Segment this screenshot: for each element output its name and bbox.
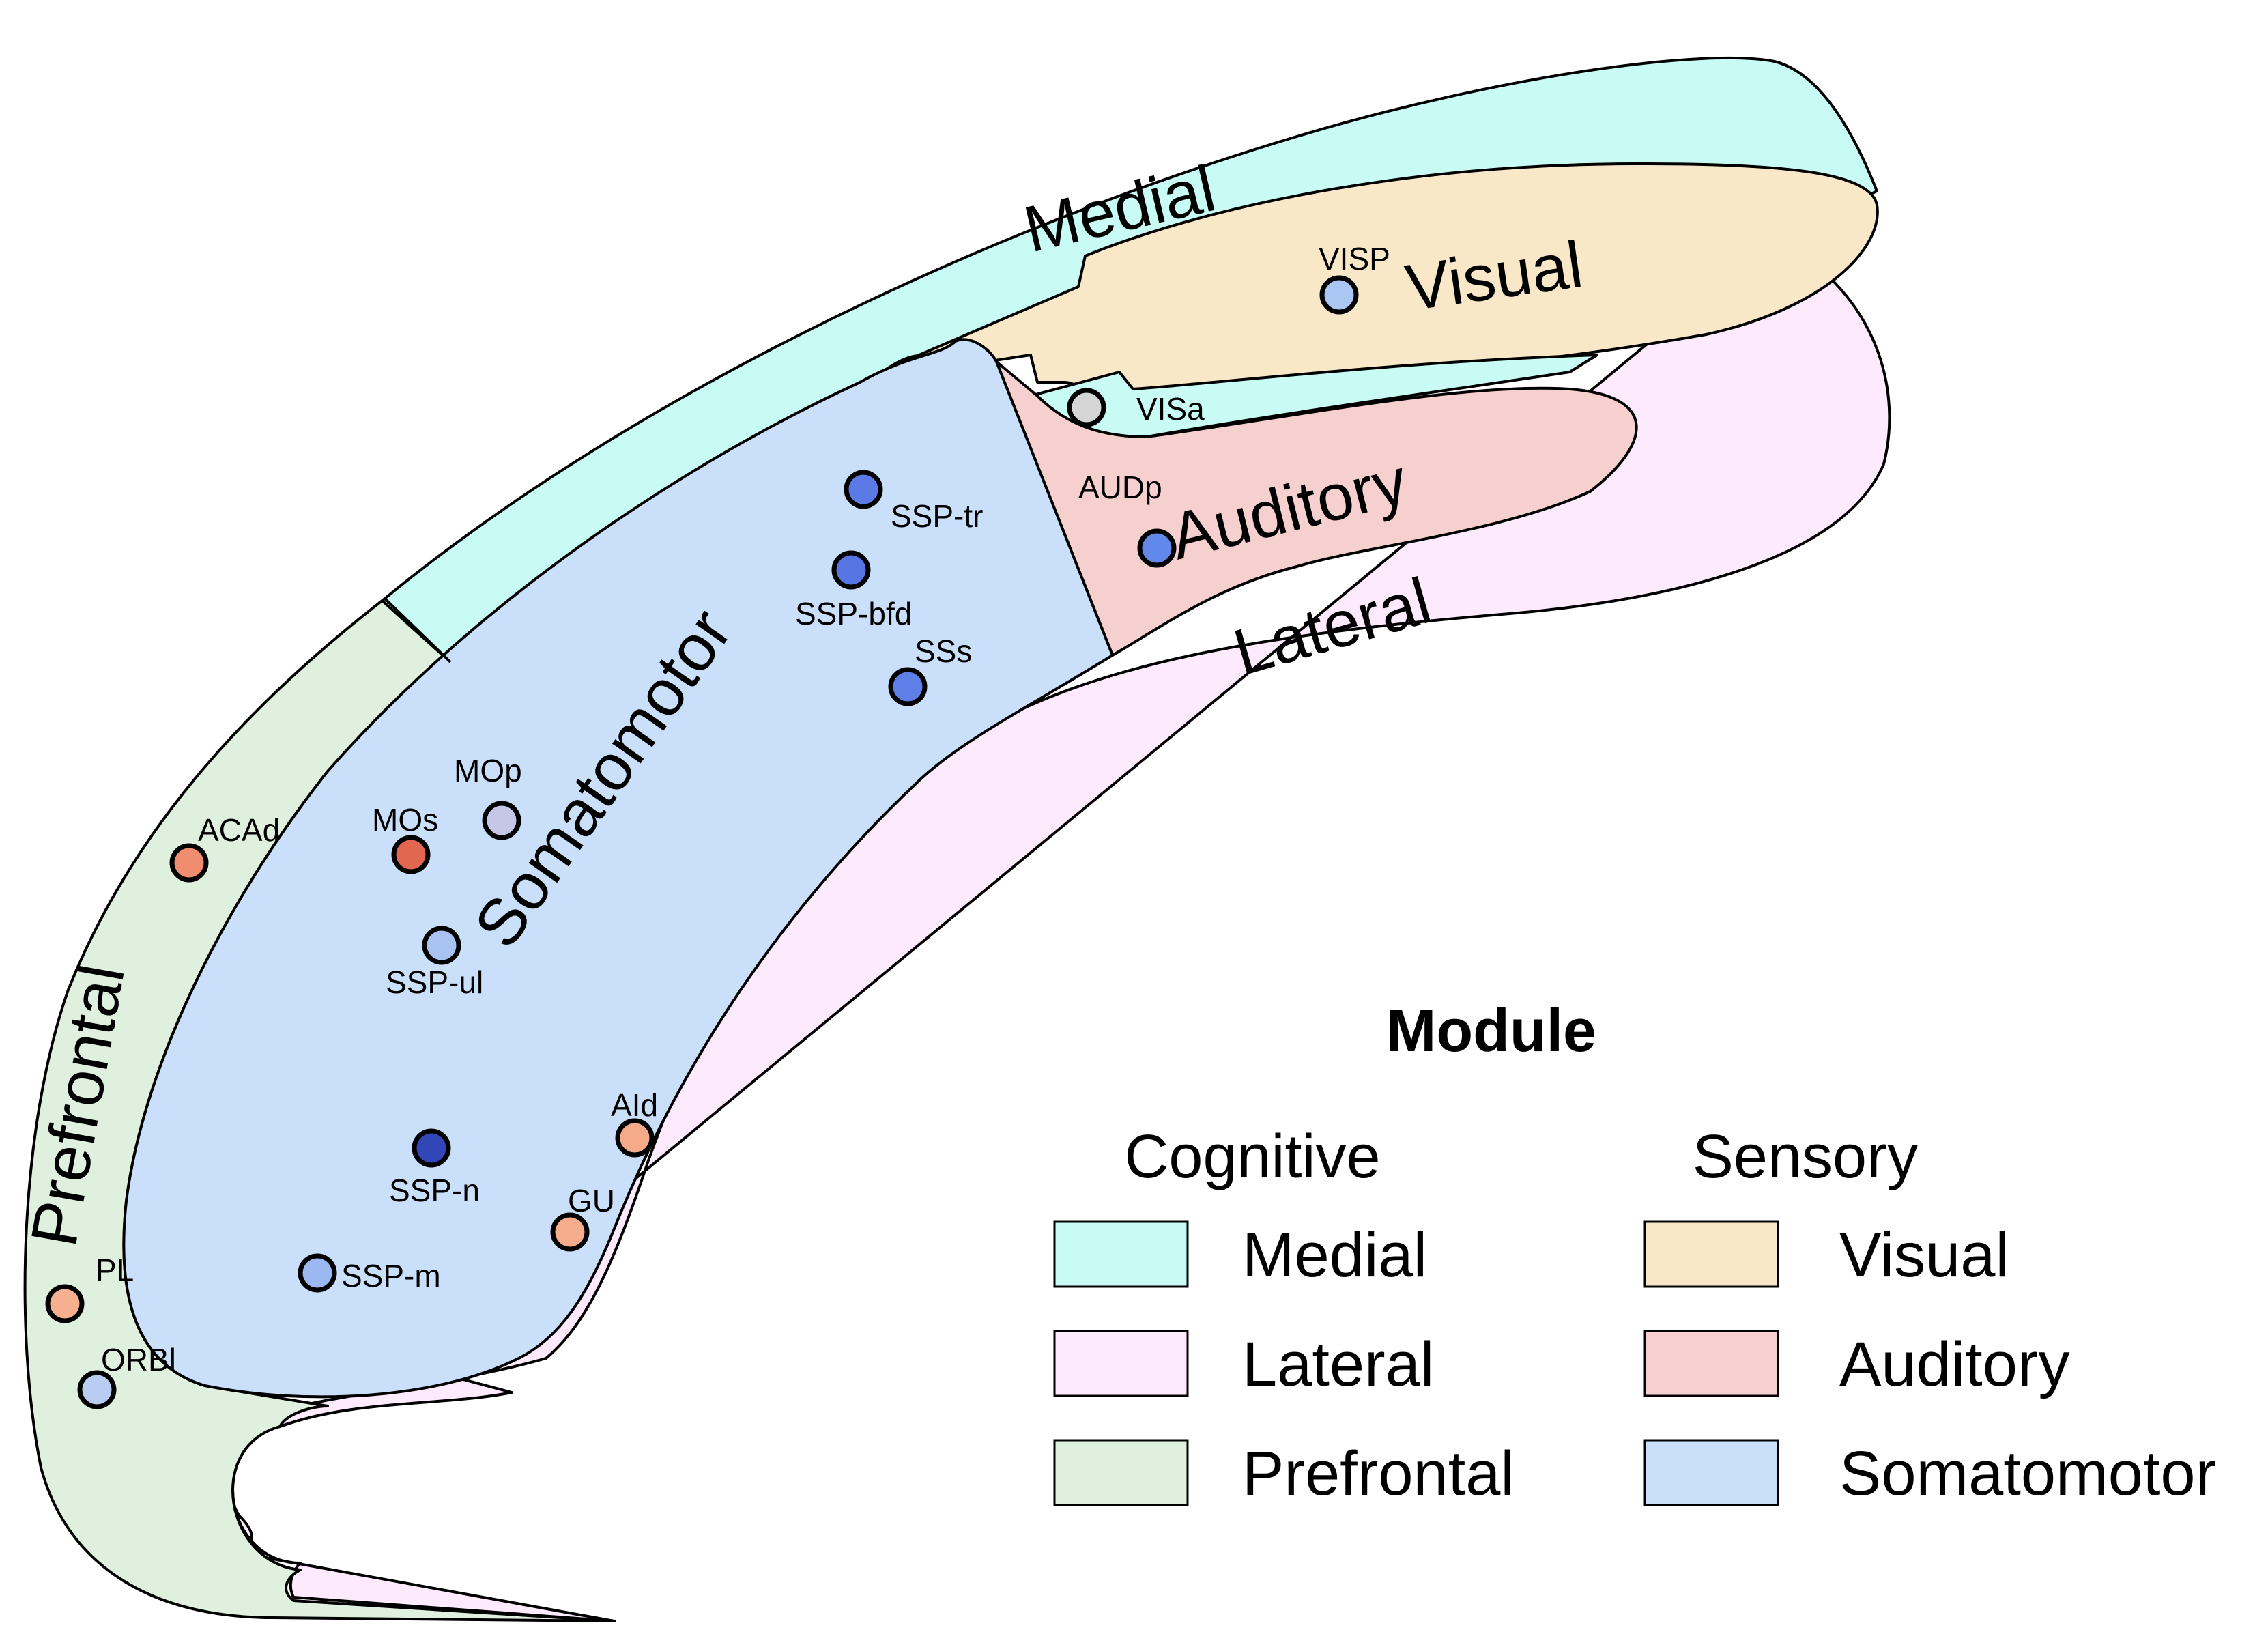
legend-swatch-visual (1643, 1220, 1779, 1288)
module-legend: Module Cognitive Sensory MedialLateralPr… (1053, 997, 2216, 1508)
node-label-acad: ACAd (198, 812, 280, 848)
node-acad (169, 843, 209, 883)
node-mos (391, 835, 431, 874)
node-ssp-n (412, 1128, 451, 1168)
legend-title: Module (1386, 997, 1596, 1064)
legend-label-visual: Visual (1839, 1220, 2009, 1290)
legend-swatch-prefrontal (1053, 1439, 1189, 1506)
node-gu (550, 1212, 590, 1252)
node-sss (888, 667, 928, 706)
node-visa (1067, 388, 1106, 427)
legend-label-auditory: Auditory (1839, 1330, 2070, 1399)
region-somatomotor (122, 338, 1114, 1399)
legend-swatch-lateral (1053, 1330, 1189, 1397)
node-ssp-ul (422, 926, 461, 965)
node-label-ssp-bfd: SSP-bfd (795, 596, 912, 631)
node-label-visa: VISa (1136, 391, 1205, 427)
legend-group-sensory: Sensory (1693, 1123, 1918, 1191)
node-ssp-m (298, 1253, 337, 1293)
region-divider (384, 598, 452, 663)
node-audp (1137, 528, 1177, 568)
node-ssp-bfd (831, 550, 871, 590)
legend-label-medial: Medial (1242, 1220, 1427, 1290)
node-visp (1319, 275, 1359, 315)
legend-label-lateral: Lateral (1242, 1330, 1434, 1399)
cortex-map: Medial Visual Auditory Lateral Somatomot… (17, 56, 1891, 1622)
node-label-ssp-n: SSP-n (389, 1173, 480, 1208)
node-pl (45, 1284, 85, 1323)
node-ssp-tr (844, 470, 883, 509)
legend-label-somatomotor: Somatomotor (1839, 1439, 2216, 1508)
node-label-mos: MOs (372, 802, 438, 838)
legend-swatch-medial (1053, 1220, 1189, 1288)
legend-swatch-auditory (1643, 1330, 1779, 1397)
node-label-ssp-tr: SSP-tr (891, 498, 983, 534)
legend-swatch-somatomotor (1643, 1439, 1779, 1506)
region-label-lateral: Lateral (1226, 564, 1439, 689)
node-label-sss: SSs (915, 633, 972, 669)
node-label-visp: VISP (1319, 241, 1390, 276)
node-label-orbl: ORBl (101, 1342, 176, 1377)
legend-label-prefrontal: Prefrontal (1242, 1439, 1515, 1508)
node-label-audp: AUDp (1078, 470, 1162, 505)
node-aid (615, 1118, 655, 1158)
node-mop (482, 801, 521, 840)
node-orbl (77, 1370, 117, 1409)
node-label-pl: PL (96, 1252, 134, 1288)
region-lateral (227, 238, 1891, 1622)
region-auditory (995, 360, 1638, 657)
node-label-ssp-ul: SSP-ul (386, 964, 483, 1000)
node-label-gu: GU (568, 1183, 615, 1218)
node-label-mop: MOp (454, 753, 522, 788)
legend-group-cognitive: Cognitive (1124, 1123, 1380, 1191)
node-label-aid: AId (611, 1087, 658, 1123)
node-label-ssp-m: SSP-m (341, 1258, 441, 1293)
